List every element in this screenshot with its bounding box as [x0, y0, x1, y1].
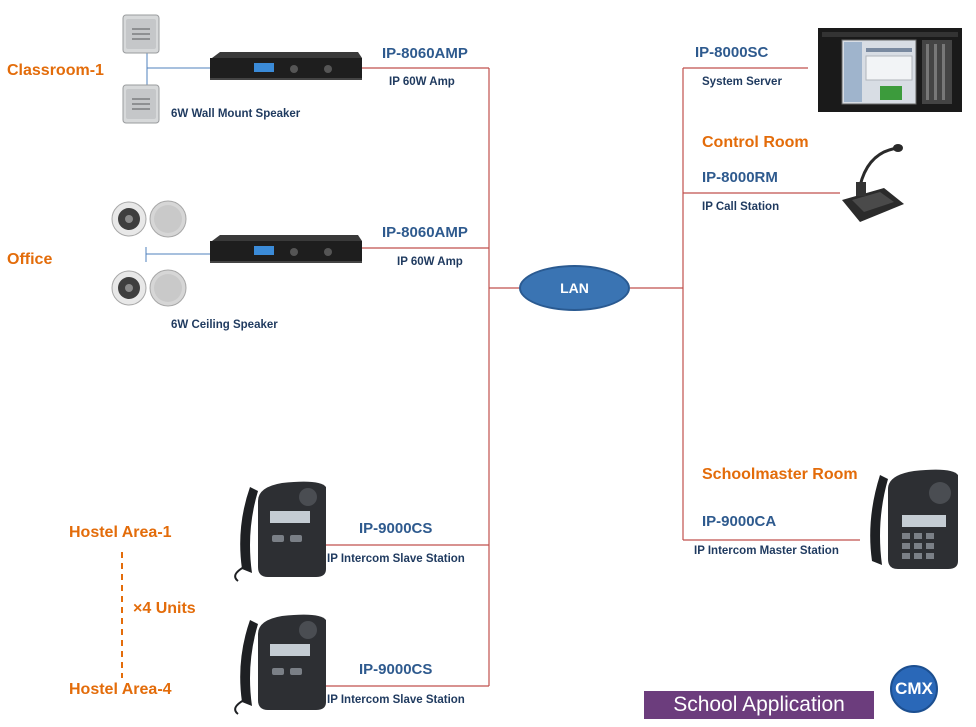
cs2-model-label: IP-9000CS	[359, 661, 433, 678]
lan-node: LAN	[519, 265, 630, 311]
lan-label: LAN	[560, 280, 589, 296]
amp2-desc-label: IP 60W Amp	[397, 256, 463, 268]
call-station-icon	[842, 144, 904, 222]
amp1-desc-label: IP 60W Amp	[389, 76, 455, 88]
hostel-area-1-label: Hostel Area-1	[69, 524, 172, 541]
office-area-label: Office	[7, 251, 53, 268]
banner-label: School Application	[673, 693, 845, 716]
cs2-desc-label: IP Intercom Slave Station	[327, 694, 465, 706]
classroom-area-label: Classroom-1	[7, 62, 104, 79]
ca-model-label: IP-9000CA	[702, 513, 777, 530]
ceiling-speaker-icon	[111, 269, 187, 307]
wall-speaker-icon	[122, 84, 160, 124]
wall-speaker-label: 6W Wall Mount Speaker	[171, 108, 301, 120]
amplifier-icon	[210, 52, 362, 80]
control-room-label: Control Room	[702, 134, 809, 151]
amp2-model-label: IP-8060AMP	[382, 224, 468, 241]
cs1-desc-label: IP Intercom Slave Station	[327, 553, 465, 565]
intercom-slave-station-icon	[234, 614, 326, 715]
server-desc-label: System Server	[702, 76, 782, 88]
rm-desc-label: IP Call Station	[702, 201, 780, 213]
units-count-label: ×4 Units	[133, 600, 196, 617]
cs1-model-label: IP-9000CS	[359, 520, 433, 537]
ca-desc-label: IP Intercom Master Station	[694, 545, 839, 557]
intercom-master-station-icon	[870, 469, 958, 569]
hostel-area-4-label: Hostel Area-4	[69, 681, 172, 698]
system-server-icon	[818, 28, 962, 112]
logo-text: CMX	[895, 679, 933, 698]
amplifier-icon	[210, 235, 362, 263]
server-model-label: IP-8000SC	[695, 44, 769, 61]
rm-model-label: IP-8000RM	[702, 169, 778, 186]
wall-speaker-icon	[122, 14, 160, 54]
ceiling-speaker-icon	[111, 200, 187, 238]
school-application-banner: School Application	[644, 691, 874, 719]
amp1-model-label: IP-8060AMP	[382, 45, 468, 62]
ceiling-speaker-label: 6W Ceiling Speaker	[171, 319, 278, 331]
schoolmaster-room-label: Schoolmaster Room	[702, 466, 858, 483]
intercom-slave-station-icon	[234, 481, 326, 582]
cmx-logo: CMX	[890, 665, 938, 713]
